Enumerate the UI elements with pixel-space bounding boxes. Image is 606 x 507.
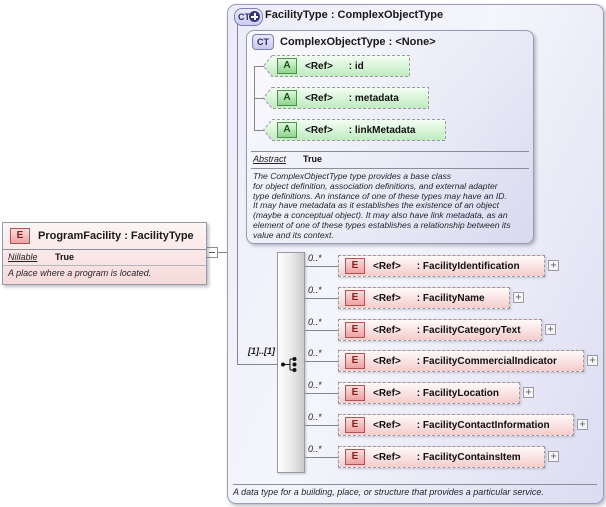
occurrence-label: 0..* — [308, 348, 322, 358]
attribute-hexagon-shape — [263, 119, 446, 141]
separator-line — [3, 249, 206, 250]
attribute-name-label: : linkMetadata — [348, 124, 416, 136]
property-name-nillable: Nillable — [8, 252, 38, 262]
element-name-label: : FacilityLocation — [416, 387, 500, 399]
attribute-icon: A — [277, 122, 297, 138]
element-connector-line — [305, 298, 338, 299]
attribute-stub-line — [254, 130, 265, 131]
attribute-icon: A — [277, 90, 297, 106]
sequence-connector-line — [237, 364, 277, 365]
attribute-hexagon-shape — [263, 87, 429, 109]
element-name-label: : FacilityIdentification — [416, 260, 520, 272]
property-value-abstract: True — [303, 154, 323, 164]
attribute-hexagon-shape — [263, 55, 410, 77]
element-icon: E — [345, 353, 365, 369]
element-connector-line — [305, 425, 338, 426]
attribute-box-id[interactable]: A <Ref> : id — [263, 55, 411, 77]
property-value-nillable: True — [55, 252, 75, 262]
attribute-stub-line — [254, 98, 265, 99]
attribute-stub-line — [254, 66, 265, 67]
facility-type-title: FacilityType : ComplexObjectType — [265, 9, 444, 21]
plus-badge-icon — [249, 11, 260, 22]
element-box-facilitycontactinformation[interactable]: E <Ref> : FacilityContactInformation — [338, 414, 574, 436]
attribute-name-label: : metadata — [348, 92, 399, 104]
element-icon: E — [345, 322, 365, 338]
element-icon: E — [10, 228, 30, 244]
element-connector-line — [305, 393, 338, 394]
separator-line — [251, 151, 529, 152]
attribute-icon: A — [277, 58, 297, 74]
sequence-cardinality-label: [1]..[1] — [248, 346, 275, 356]
element-box-facilityidentification[interactable]: E <Ref> : FacilityIdentification — [338, 255, 545, 277]
attribute-name-label: : id — [348, 60, 364, 72]
element-ref-label: <Ref> — [373, 324, 401, 336]
element-connector-line — [305, 266, 338, 267]
element-ref-label: <Ref> — [373, 260, 401, 272]
occurrence-label: 0..* — [308, 253, 322, 263]
expand-button[interactable]: + — [548, 260, 559, 271]
element-icon: E — [345, 449, 365, 465]
facility-type-description: A data type for a building, place, or st… — [233, 487, 544, 497]
occurrence-label: 0..* — [308, 380, 322, 390]
element-ref-label: <Ref> — [373, 387, 401, 399]
attribute-ref-label: <Ref> — [305, 60, 333, 72]
element-icon: E — [345, 290, 365, 306]
attribute-box-linkmetadata[interactable]: A <Ref> : linkMetadata — [263, 119, 447, 141]
element-connector-line — [305, 330, 338, 331]
element-ref-label: <Ref> — [373, 355, 401, 367]
base-type-title: ComplexObjectType : <None> — [280, 36, 436, 48]
expand-button[interactable]: + — [587, 355, 598, 366]
separator-line — [251, 168, 529, 169]
program-facility-box[interactable]: E ProgramFacility : FacilityType Nillabl… — [2, 222, 207, 285]
element-connector-line — [305, 361, 338, 362]
complex-type-global-icon: CT — [234, 8, 263, 26]
element-box-facilityname[interactable]: E <Ref> : FacilityName — [338, 287, 510, 309]
expand-button[interactable]: + — [548, 451, 559, 462]
attribute-ref-label: <Ref> — [305, 124, 333, 136]
element-box-facilitylocation[interactable]: E <Ref> : FacilityLocation — [338, 382, 520, 404]
occurrence-label: 0..* — [308, 412, 322, 422]
sequence-icon — [281, 357, 297, 372]
element-connector-line — [305, 457, 338, 458]
element-ref-label: <Ref> — [373, 292, 401, 304]
property-name-abstract: Abstract — [253, 154, 287, 164]
element-box-facilitycommercialindicator[interactable]: E <Ref> : FacilityCommercialIndicator — [338, 350, 584, 372]
expand-button[interactable]: + — [513, 292, 524, 303]
expand-button[interactable]: + — [523, 387, 534, 398]
occurrence-label: 0..* — [308, 285, 322, 295]
element-name-label: : FacilityCommercialIndicator — [416, 355, 557, 367]
element-name-label: : FacilityContactInformation — [416, 419, 550, 431]
complex-type-icon-label: CT — [238, 12, 250, 22]
separator-line — [233, 484, 597, 485]
element-name-label: : FacilityCategoryText — [416, 324, 521, 336]
element-icon: E — [345, 417, 365, 433]
separator-line — [3, 265, 206, 266]
element-ref-label: <Ref> — [373, 451, 401, 463]
collapse-toggle[interactable] — [206, 247, 218, 258]
attribute-box-metadata[interactable]: A <Ref> : metadata — [263, 87, 430, 109]
element-box-facilitycategorytext[interactable]: E <Ref> : FacilityCategoryText — [338, 319, 542, 341]
program-facility-title: ProgramFacility : FacilityType — [38, 230, 194, 242]
occurrence-label: 0..* — [308, 317, 322, 327]
base-type-box[interactable]: CT ComplexObjectType : <None> A <Ref> : … — [246, 30, 534, 244]
base-type-description: The ComplexObjectType type provides a ba… — [253, 171, 511, 240]
attribute-ref-label: <Ref> — [305, 92, 333, 104]
element-ref-label: <Ref> — [373, 419, 401, 431]
element-icon: E — [345, 258, 365, 274]
element-box-facilitycontainsitem[interactable]: E <Ref> : FacilityContainsItem — [338, 446, 545, 468]
expand-button[interactable]: + — [577, 419, 588, 430]
sequence-compositor-bar[interactable] — [277, 252, 305, 473]
element-name-label: : FacilityContainsItem — [416, 451, 521, 463]
element-name-label: : FacilityName — [416, 292, 485, 304]
element-icon: E — [345, 385, 365, 401]
complex-type-icon: CT — [252, 34, 274, 50]
expand-button[interactable]: + — [545, 324, 556, 335]
occurrence-label: 0..* — [308, 444, 322, 454]
program-facility-description: A place where a program is located. — [8, 268, 152, 278]
content-tree-line — [237, 23, 238, 364]
